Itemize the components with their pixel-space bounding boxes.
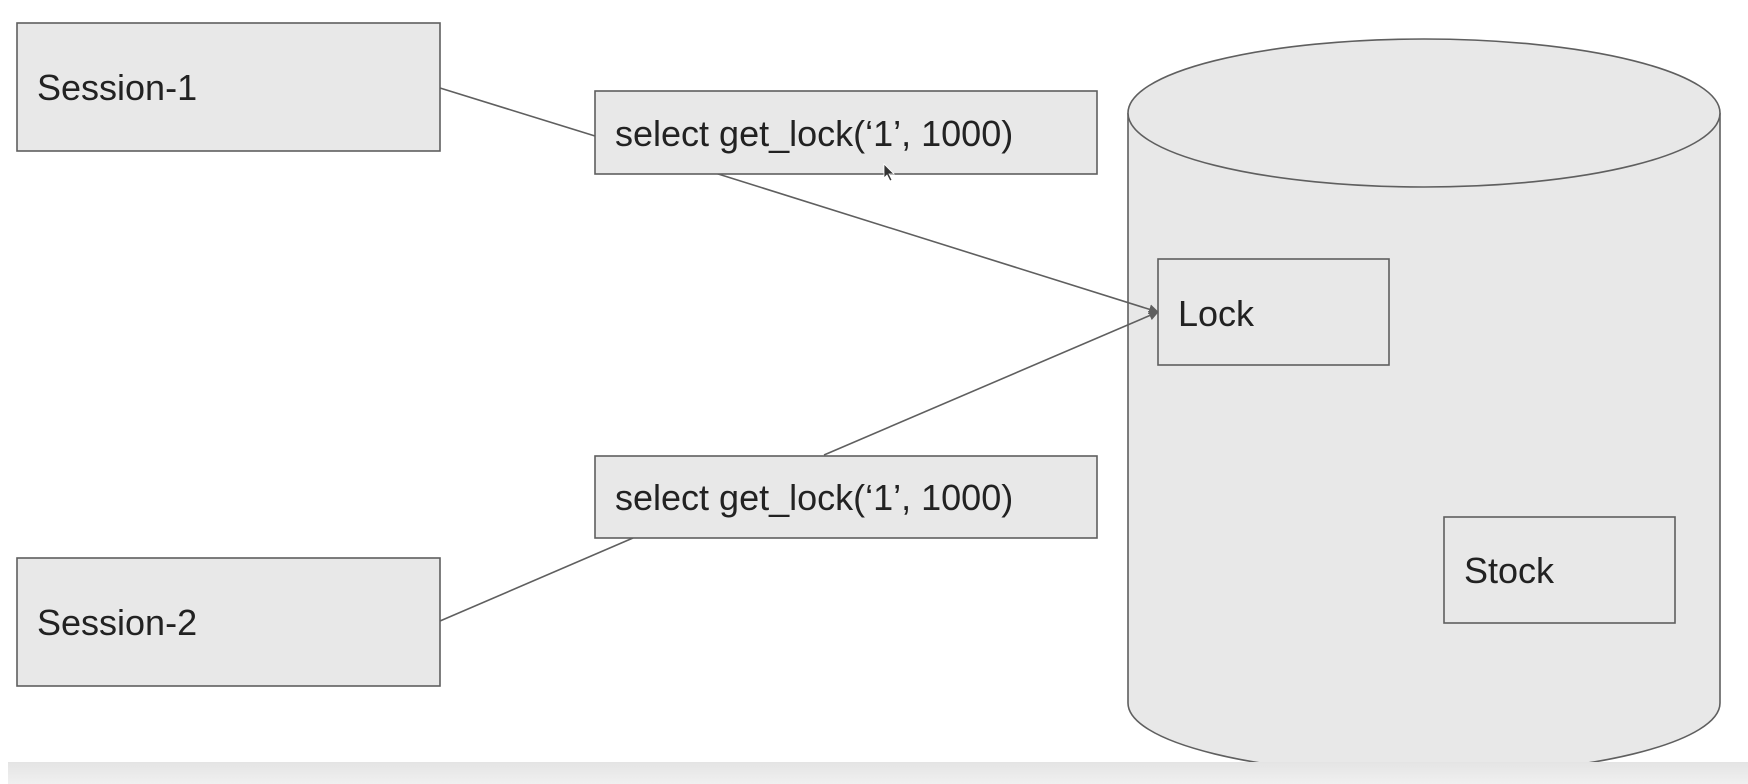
session-1-node: Session-1	[16, 22, 441, 152]
database-cylinder	[1127, 38, 1721, 776]
session-1-box	[16, 22, 441, 152]
query-2-box	[594, 455, 1098, 539]
session-1-label: Session-1	[37, 67, 197, 108]
query-1-label: select get_lock(‘1’, 1000)	[615, 113, 1013, 154]
stock-box	[1443, 516, 1676, 624]
session-2-box	[16, 557, 441, 687]
cylinder-top	[1127, 38, 1721, 188]
lock-box	[1157, 258, 1390, 366]
bottom-edge-bar	[8, 762, 1748, 784]
connector-session-2-to-query-2	[439, 537, 634, 622]
stock-label: Stock	[1464, 550, 1555, 591]
query-1-node: select get_lock(‘1’, 1000)	[594, 90, 1098, 175]
query-2-node: select get_lock(‘1’, 1000)	[594, 455, 1098, 539]
query-2-label: select get_lock(‘1’, 1000)	[615, 477, 1013, 518]
session-2-label: Session-2	[37, 602, 197, 643]
session-2-node: Session-2	[16, 557, 441, 687]
stock-node: Stock	[1443, 516, 1676, 624]
cylinder-body	[1127, 113, 1721, 776]
lock-node: Lock	[1157, 258, 1390, 366]
lock-label: Lock	[1178, 293, 1255, 334]
arrow-query-2-to-lock	[823, 310, 1159, 456]
arrow-query-1-to-lock	[714, 172, 1159, 315]
mouse-cursor-icon	[883, 163, 895, 182]
query-1-box	[594, 90, 1098, 175]
connector-session-1-to-query-1	[439, 87, 596, 137]
